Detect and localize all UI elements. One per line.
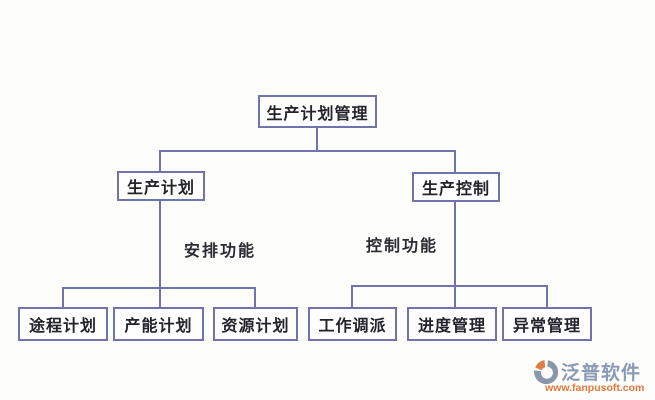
watermark: 泛普软件 www.fanpusoft.com bbox=[533, 356, 653, 398]
connector-stub bbox=[351, 285, 353, 308]
node-production-plan-management: 生产计划管理 bbox=[258, 95, 377, 128]
connector-stub bbox=[159, 287, 161, 308]
fanpu-swirl-icon bbox=[533, 359, 559, 390]
node-production-control: 生产控制 bbox=[412, 172, 500, 202]
connector-stub bbox=[62, 287, 64, 308]
connector-top-horizontal bbox=[159, 150, 456, 152]
node-resource-plan: 资源计划 bbox=[213, 307, 298, 341]
connector-stub bbox=[454, 285, 456, 308]
connector-left-branch-stem bbox=[159, 200, 161, 288]
watermark-url-text: www.fanpusoft.com bbox=[545, 382, 645, 394]
connector-stub bbox=[254, 287, 256, 308]
node-route-plan: 途程计划 bbox=[18, 307, 108, 341]
node-work-dispatch: 工作调派 bbox=[308, 307, 397, 341]
node-exception-management: 异常管理 bbox=[502, 307, 592, 341]
node-production-plan: 生产计划 bbox=[117, 171, 205, 201]
connector-root-stem bbox=[316, 128, 318, 152]
connector-right-horizontal bbox=[351, 285, 548, 287]
watermark-brand-text: 泛普软件 bbox=[561, 363, 642, 384]
node-progress-management: 进度管理 bbox=[407, 307, 497, 341]
connector-right-branch-stem bbox=[454, 201, 456, 286]
connector-right-drop bbox=[454, 150, 456, 173]
node-capacity-plan: 产能计划 bbox=[113, 307, 204, 341]
connector-left-drop bbox=[159, 150, 161, 172]
branch-label-arrange-function: 安排功能 bbox=[184, 243, 257, 260]
branch-label-control-function: 控制功能 bbox=[366, 238, 439, 255]
connector-stub bbox=[546, 285, 548, 308]
